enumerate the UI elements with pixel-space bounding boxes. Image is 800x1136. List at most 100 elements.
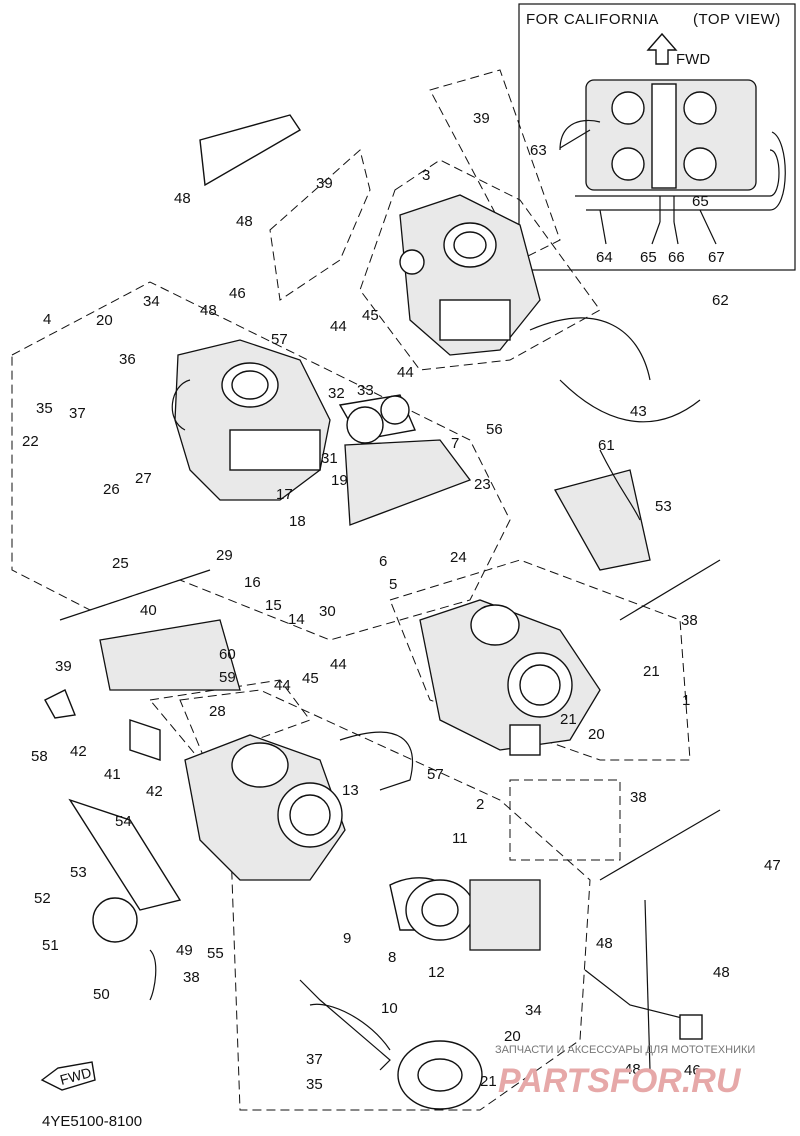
carburetor-assembly-4 (171, 339, 416, 501)
label-41: 41 (104, 766, 121, 783)
label-26: 26 (103, 481, 120, 498)
fwd-tag-icon (40, 1061, 96, 1091)
label-58: 58 (31, 748, 48, 765)
label-43: 43 (630, 403, 647, 420)
label-37a: 37 (69, 405, 86, 422)
fwd-arrow-icon (646, 32, 678, 65)
label-59: 59 (219, 669, 236, 686)
label-52: 52 (34, 890, 51, 907)
label-20b: 20 (588, 726, 605, 743)
label-46b: 46 (684, 1062, 701, 1079)
label-45b: 45 (302, 670, 319, 687)
label-2: 2 (476, 796, 484, 813)
footer: FWD 4YE5100-8100 (40, 1061, 142, 1130)
label-16: 16 (244, 574, 261, 591)
label-22: 22 (22, 433, 39, 450)
label-48b: 48 (236, 213, 253, 230)
label-14: 14 (288, 611, 305, 628)
label-63: 63 (530, 142, 547, 159)
label-65b: 65 (640, 249, 657, 266)
label-53b: 53 (70, 864, 87, 881)
piston-and-diaphragm (299, 877, 541, 1110)
label-1: 1 (682, 692, 690, 709)
carburetor-assembly-3 (399, 194, 541, 356)
label-49: 49 (176, 942, 193, 959)
carburetor-assembly-2 (184, 734, 346, 881)
label-21c: 21 (480, 1073, 497, 1090)
misc-parts (44, 114, 721, 1071)
label-45a: 45 (362, 307, 379, 324)
label-44d: 44 (274, 677, 291, 694)
label-13: 13 (342, 782, 359, 799)
label-9: 9 (343, 930, 351, 947)
label-24: 24 (450, 549, 467, 566)
label-64: 64 (596, 249, 613, 266)
label-28: 28 (209, 703, 226, 720)
label-5: 5 (389, 576, 397, 593)
label-30: 30 (319, 603, 336, 620)
label-3: 3 (422, 167, 430, 184)
california-inset: FOR CALIFORNIA (TOP VIEW) FWD 63 65 64 6… (518, 3, 796, 271)
label-38c: 38 (183, 969, 200, 986)
label-21a: 21 (643, 663, 660, 680)
label-15: 15 (265, 597, 282, 614)
label-48d: 48 (596, 935, 613, 952)
label-48f: 48 (624, 1061, 641, 1078)
label-17: 17 (276, 486, 293, 503)
label-51: 51 (42, 937, 59, 954)
inset-carb-bank (559, 79, 786, 222)
label-56: 56 (486, 421, 503, 438)
label-35b: 35 (306, 1076, 323, 1093)
label-12: 12 (428, 964, 445, 981)
label-21b: 21 (560, 711, 577, 728)
part-number-labels: 39 39 3 48 48 48 46 4 34 20 57 44 45 44 … (22, 110, 781, 1093)
label-40: 40 (140, 602, 157, 619)
label-48c: 48 (200, 302, 217, 319)
label-34a: 34 (143, 293, 160, 310)
label-39c: 39 (55, 658, 72, 675)
label-47: 47 (764, 857, 781, 874)
label-31: 31 (321, 450, 338, 467)
watermark: ЗАПЧАСТИ И АКСЕССУАРЫ ДЛЯ МОТОТЕХНИКИ PA… (495, 1044, 755, 1100)
label-11: 11 (452, 830, 468, 847)
label-27: 27 (135, 470, 152, 487)
label-55: 55 (207, 945, 224, 962)
label-33: 33 (357, 382, 374, 399)
inset-view-label: (TOP VIEW) (693, 11, 781, 28)
label-46a: 46 (229, 285, 246, 302)
label-62: 62 (712, 292, 729, 309)
inset-title: FOR CALIFORNIA (526, 11, 659, 28)
label-38a: 38 (681, 612, 698, 629)
watermark-text: ЗАПЧАСТИ И АКСЕССУАРЫ ДЛЯ МОТОТЕХНИКИ (495, 1044, 755, 1056)
label-66: 66 (668, 249, 685, 266)
label-67: 67 (708, 249, 725, 266)
label-8: 8 (388, 949, 396, 966)
label-29: 29 (216, 547, 233, 564)
label-19: 19 (331, 472, 348, 489)
label-44a: 44 (330, 318, 347, 335)
label-53a: 53 (655, 498, 672, 515)
label-57b: 57 (427, 766, 444, 783)
label-38b: 38 (630, 789, 647, 806)
label-60: 60 (219, 646, 236, 663)
label-6: 6 (379, 553, 387, 570)
label-57a: 57 (271, 331, 288, 348)
label-32: 32 (328, 385, 345, 402)
assembly-boundaries (11, 69, 691, 1111)
label-35a: 35 (36, 400, 53, 417)
label-25: 25 (112, 555, 129, 572)
label-39a: 39 (473, 110, 490, 127)
label-48e: 48 (713, 964, 730, 981)
footer-fwd-label: FWD (58, 1064, 93, 1088)
label-20c: 20 (504, 1028, 521, 1045)
watermark-brand: PARTSFOR.RU (498, 1062, 742, 1100)
label-42b: 42 (146, 783, 163, 800)
label-50: 50 (93, 986, 110, 1003)
label-61: 61 (598, 437, 615, 454)
label-44c: 44 (330, 656, 347, 673)
label-10: 10 (381, 1000, 398, 1017)
carburetor-assembly-1 (419, 599, 601, 756)
label-65a: 65 (692, 193, 709, 210)
inset-fwd-label: FWD (676, 51, 710, 68)
